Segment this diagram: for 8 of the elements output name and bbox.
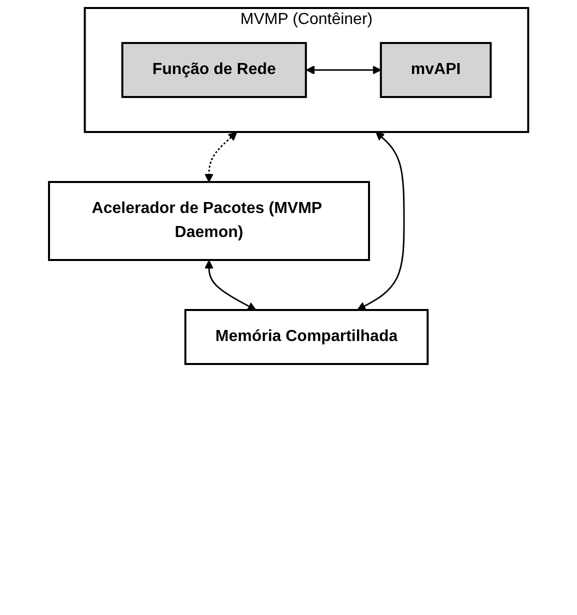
node-box: Função de Rede <box>121 42 307 98</box>
node-box: mvAPI <box>380 42 492 98</box>
arrow <box>356 132 405 310</box>
arrow <box>204 260 256 310</box>
arrow <box>306 66 382 74</box>
arrow <box>204 132 238 182</box>
node-box: Acelerador de Pacotes (MVMP Daemon) <box>48 181 370 261</box>
node-box: Memória Compartilhada <box>184 309 429 365</box>
